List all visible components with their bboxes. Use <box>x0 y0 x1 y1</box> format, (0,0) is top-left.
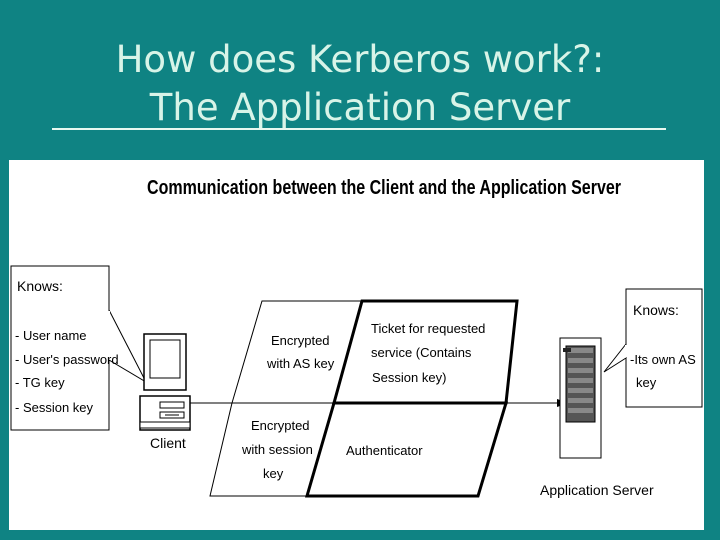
server-knows-callout: Knows: -Its own AS key <box>603 288 703 408</box>
title-underline <box>52 128 666 130</box>
slide-title: How does Kerberos work?: The Application… <box>0 36 720 132</box>
server-knows-item: key <box>636 375 657 390</box>
client-knows-item: - User's password <box>15 352 119 367</box>
message-label-line: Encrypted <box>271 333 330 348</box>
client-knows-item: - TG key <box>15 375 65 390</box>
message-label-line: Session key) <box>372 370 446 385</box>
message-label-line: key <box>263 466 284 481</box>
diagram-panel: Communication between the Client and the… <box>9 160 704 530</box>
slide-title-line-2: The Application Server <box>149 86 571 129</box>
message-label-line: with AS key <box>266 356 335 371</box>
client-knows-callout: Knows: - User name - User's password - T… <box>10 265 148 431</box>
client-knows-item: - User name <box>15 328 87 343</box>
client-label: Client <box>150 435 186 451</box>
message-label-line: service (Contains <box>371 345 472 360</box>
client-knows-item: - Session key <box>15 400 94 415</box>
message-label-line: with session <box>241 442 313 457</box>
client-computer-icon <box>139 333 191 431</box>
kerberos-diagram: Communication between the Client and the… <box>10 177 703 498</box>
message-box <box>209 299 519 498</box>
diagram-heading: Communication between the Client and the… <box>147 177 621 199</box>
server-knows-item: -Its own AS <box>630 352 696 367</box>
server-knows-header: Knows: <box>633 302 679 318</box>
server-tower-icon <box>559 337 602 459</box>
server-label: Application Server <box>540 482 654 498</box>
message-label-line: Authenticator <box>346 443 423 458</box>
message-label-line: Ticket for requested <box>371 321 485 336</box>
slide-title-line-1: How does Kerberos work?: <box>115 38 605 81</box>
message-label-line: Encrypted <box>251 418 310 433</box>
client-knows-header: Knows: <box>17 278 63 294</box>
